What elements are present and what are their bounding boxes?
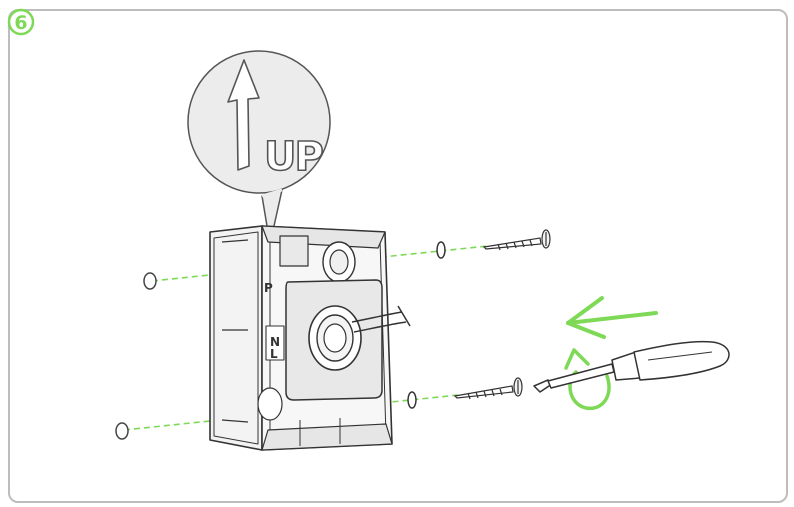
wall-hole-bottom bbox=[115, 422, 129, 440]
box-marking-l: L bbox=[270, 347, 278, 361]
screw-bottom bbox=[407, 377, 523, 409]
up-callout: UP bbox=[187, 50, 331, 245]
mounting-box: P N L bbox=[209, 225, 411, 451]
washer-icon bbox=[436, 241, 446, 259]
screw-top bbox=[436, 229, 551, 259]
screw-icon bbox=[482, 229, 551, 251]
step-number: 6 bbox=[14, 12, 27, 34]
box-marking-p: P bbox=[264, 281, 273, 295]
screw-icon bbox=[453, 377, 523, 400]
washer-icon bbox=[407, 391, 417, 409]
diagram-frame bbox=[8, 9, 788, 503]
wall-hole-top bbox=[143, 272, 157, 290]
step-badge: 6 bbox=[7, 8, 35, 36]
alignment-lines bbox=[123, 245, 489, 431]
alignment-line-bottom bbox=[123, 394, 459, 431]
up-label: UP bbox=[264, 134, 322, 180]
push-arrow-icon bbox=[566, 296, 658, 339]
screwdriver-icon bbox=[533, 340, 730, 393]
alignment-line-top bbox=[151, 245, 489, 282]
up-arrow-icon bbox=[227, 59, 260, 171]
box-marking-n: N bbox=[270, 335, 280, 349]
